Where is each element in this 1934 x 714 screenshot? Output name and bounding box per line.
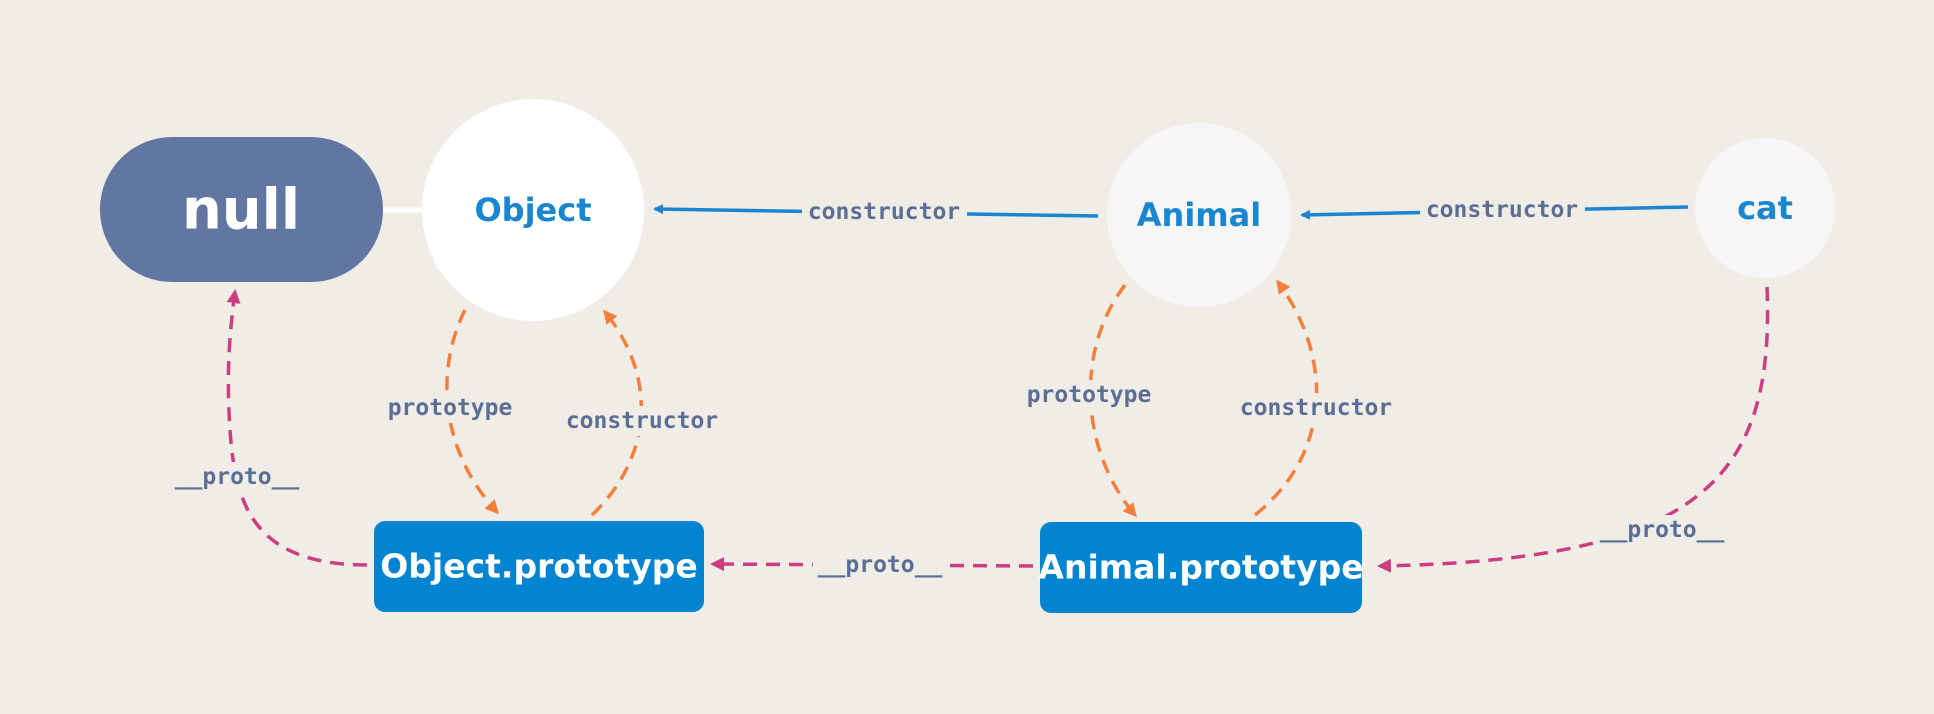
node-null: null — [100, 137, 383, 282]
node-cat: cat — [1695, 138, 1835, 278]
node-object: Object — [422, 99, 644, 321]
edge-label-proto-animal-prototype: __proto__ — [818, 552, 943, 578]
edge-label-prototype-object: prototype — [388, 395, 513, 421]
edge-label-proto-cat: __proto__ — [1600, 517, 1725, 543]
node-animal-prototype: Animal.prototype — [1038, 522, 1364, 613]
edge-label-constructor-animal-prototype: constructor — [1240, 395, 1392, 421]
node-animal: Animal — [1107, 123, 1291, 307]
node-object-label: Object — [474, 191, 591, 229]
label-bg — [383, 393, 518, 423]
edge-object-prototype-proto — [226, 289, 368, 567]
node-object-prototype-label: Object.prototype — [380, 547, 698, 586]
label-bg — [802, 196, 967, 226]
label-bg — [1234, 393, 1399, 423]
edge-label-proto-object-prototype: __proto__ — [175, 464, 300, 490]
label-bg — [170, 462, 305, 492]
label-bg — [813, 550, 948, 580]
edge-label-constructor-object-prototype: constructor — [566, 408, 718, 434]
edge-label-constructor-animal-object: constructor — [808, 199, 960, 225]
node-object-prototype: Object.prototype — [374, 521, 704, 612]
edge-object-prototype-constructor — [590, 309, 644, 517]
label-bg — [560, 406, 725, 436]
label-bg — [1022, 380, 1157, 410]
label-bg — [1595, 515, 1730, 545]
node-animal-label: Animal — [1137, 196, 1261, 234]
edge-animal-prototype-constructor — [1253, 279, 1319, 517]
node-cat-label: cat — [1737, 189, 1793, 227]
edge-label-prototype-animal: prototype — [1027, 382, 1152, 408]
edge-animal-prototype-proto — [710, 557, 1034, 572]
edge-label-constructor-cat-animal: constructor — [1426, 197, 1578, 223]
node-animal-prototype-label: Animal.prototype — [1038, 548, 1363, 587]
node-null-label: null — [182, 178, 300, 243]
label-bg — [1420, 195, 1585, 225]
edge-cat-proto — [1377, 286, 1770, 573]
